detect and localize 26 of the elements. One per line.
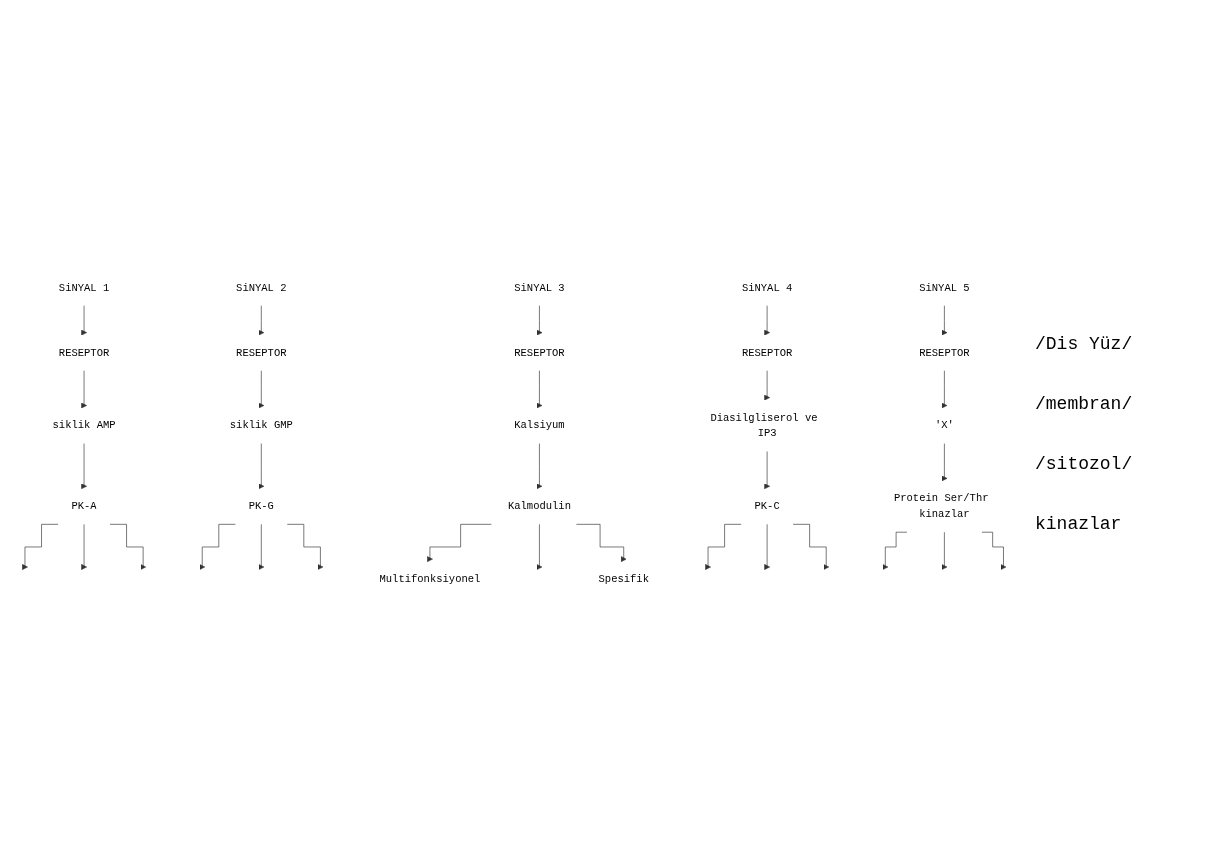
node-label: RESEPTOR <box>741 347 793 360</box>
node-label: Protein Ser/Thr kinazlar <box>893 493 989 521</box>
node-label: SiNYAL 1 <box>58 282 110 295</box>
node-label: PK-A <box>71 500 97 513</box>
node-label: SiNYAL 3 <box>514 282 565 295</box>
node-label: RESEPTOR <box>236 347 287 360</box>
layer-label: /Dis Yüz/ <box>1035 334 1134 354</box>
node-label: Spesifik <box>598 573 649 586</box>
node-label: SiNYAL 2 <box>236 282 287 295</box>
node-label: Kalmodulin <box>507 500 571 513</box>
layer-label: /membran/ <box>1035 394 1134 414</box>
node-label: Multifonksiyonel <box>379 573 481 586</box>
node-label: RESEPTOR <box>514 347 565 360</box>
layer-label: /sitozol/ <box>1035 454 1134 474</box>
node-label: 'X' <box>934 420 954 432</box>
layer-label: kinazlar <box>1035 514 1123 534</box>
node-label: siklik AMP <box>52 420 116 432</box>
node-label: PK-G <box>248 500 274 513</box>
node-label: Diasilgliserol ve IP3 <box>710 412 818 440</box>
node-label: Kalsiyum <box>514 420 565 432</box>
node-label: SiNYAL 5 <box>919 282 970 295</box>
node-label: RESEPTOR <box>58 347 110 360</box>
node-label: PK-C <box>754 500 780 513</box>
node-label: SiNYAL 4 <box>741 282 793 295</box>
node-label: RESEPTOR <box>919 347 970 360</box>
node-label: siklik GMP <box>229 420 293 432</box>
